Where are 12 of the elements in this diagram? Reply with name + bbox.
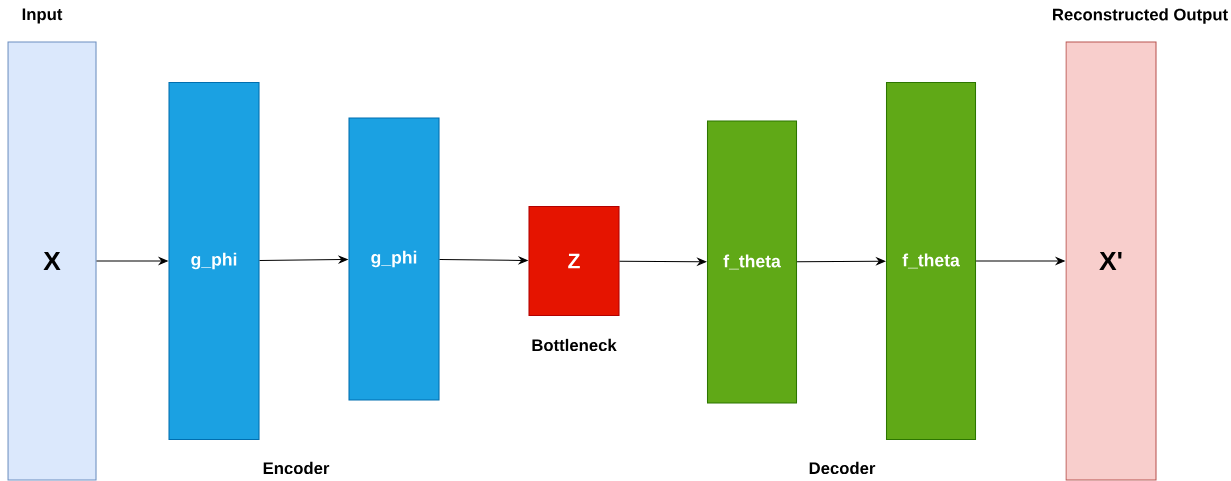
decoder-layer-box: f_theta	[706, 120, 798, 404]
bottleneck-box: Z	[528, 205, 620, 316]
output-box: X'	[1065, 41, 1157, 481]
encoder-layer-box: g_phi	[348, 117, 440, 401]
decoder-layer-box: f_theta	[886, 81, 977, 440]
input-box: X	[7, 41, 97, 481]
node-label: Bottleneck	[532, 338, 617, 352]
section-label: Decoder	[809, 461, 876, 475]
encoder-layer-box: g_phi	[168, 81, 260, 440]
heading: Reconstructed Output	[1053, 8, 1228, 24]
section-label: Encoder	[263, 461, 330, 475]
heading: Input	[22, 8, 63, 24]
